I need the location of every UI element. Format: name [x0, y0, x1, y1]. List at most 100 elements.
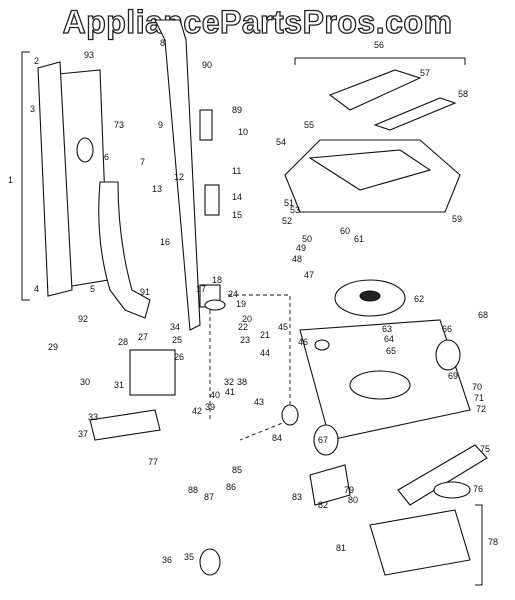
part-label-59: 59 [452, 214, 462, 224]
part-label-22: 22 [238, 322, 248, 332]
part-label-2: 2 [34, 56, 39, 66]
part-label-83: 83 [292, 492, 302, 502]
part-label-23: 23 [240, 335, 250, 345]
part-label-17: 17 [196, 284, 206, 294]
part-label-37: 37 [78, 429, 88, 439]
part-label-10: 10 [238, 127, 248, 137]
part-label-79: 79 [344, 485, 354, 495]
part-label-45: 45 [278, 322, 288, 332]
part-label-70: 70 [472, 382, 482, 392]
part-label-73: 73 [114, 120, 124, 130]
part-label-44: 44 [260, 348, 270, 358]
part-label-14: 14 [232, 192, 242, 202]
part-label-26: 26 [174, 352, 184, 362]
part-label-19: 19 [236, 299, 246, 309]
part-label-86: 86 [226, 482, 236, 492]
part-label-30: 30 [80, 377, 90, 387]
part-label-75: 75 [480, 444, 490, 454]
part-label-46: 46 [298, 337, 308, 347]
part-label-12: 12 [174, 172, 184, 182]
part-label-38: 38 [237, 377, 247, 387]
part-label-33: 33 [88, 412, 98, 422]
part-label-61: 61 [354, 234, 364, 244]
part-label-28: 28 [118, 337, 128, 347]
part-label-87: 87 [204, 492, 214, 502]
part-label-52: 52 [282, 216, 292, 226]
part-label-76: 76 [473, 484, 483, 494]
part-label-65: 65 [386, 346, 396, 356]
brushroll-shape [397, 444, 488, 506]
part-label-18: 18 [212, 275, 222, 285]
part-label-42: 42 [192, 406, 202, 416]
part-label-20: 20 [242, 314, 252, 324]
part-label-32: 32 [224, 377, 234, 387]
part-label-27: 27 [138, 332, 148, 342]
part-label-24: 24 [228, 289, 238, 299]
part-label-72: 72 [476, 404, 486, 414]
part-label-90: 90 [202, 60, 212, 70]
bottom-plate-shape [369, 509, 471, 576]
part-label-3: 3 [30, 104, 35, 114]
part-label-71: 71 [474, 393, 484, 403]
part-label-34: 34 [170, 322, 180, 332]
part-label-49: 49 [296, 243, 306, 253]
part-label-51: 51 [284, 198, 294, 208]
part-label-16: 16 [160, 237, 170, 247]
rear-wheel-shape [435, 339, 461, 371]
part-label-91: 91 [140, 287, 150, 297]
outer-bag-shape [37, 61, 73, 297]
part-label-64: 64 [384, 334, 394, 344]
part-label-1: 1 [8, 175, 13, 185]
part-label-41: 41 [225, 387, 235, 397]
part-label-53: 53 [290, 205, 300, 215]
part-label-88: 88 [188, 485, 198, 495]
part-label-80: 80 [348, 495, 358, 505]
part-label-9: 9 [158, 120, 163, 130]
part-label-31: 31 [114, 380, 124, 390]
part-label-7: 7 [140, 157, 145, 167]
part-label-40: 40 [210, 390, 220, 400]
part-label-8: 8 [160, 38, 165, 48]
watermark-logo: AppliancePartsPros.com [62, 3, 453, 40]
part-label-48: 48 [292, 254, 302, 264]
part-label-29: 29 [48, 342, 58, 352]
part-label-93: 93 [84, 50, 94, 60]
part-label-63: 63 [382, 324, 392, 334]
part-label-77: 77 [148, 457, 158, 467]
part-label-55: 55 [304, 120, 314, 130]
part-label-50: 50 [302, 234, 312, 244]
part-label-35: 35 [184, 552, 194, 562]
part-label-15: 15 [232, 210, 242, 220]
part-label-58: 58 [458, 89, 468, 99]
part-label-82: 82 [318, 500, 328, 510]
part-label-11: 11 [232, 166, 241, 176]
part-label-21: 21 [260, 330, 270, 340]
headlight-lens-shape [328, 69, 422, 111]
part-label-92: 92 [78, 314, 88, 324]
part-label-66: 66 [442, 324, 452, 334]
part-label-67: 67 [318, 435, 328, 445]
part-label-60: 60 [340, 226, 350, 236]
part-label-4: 4 [34, 284, 39, 294]
part-label-56: 56 [374, 40, 384, 50]
part-label-69: 69 [448, 371, 458, 381]
part-label-13: 13 [152, 184, 162, 194]
part-label-85: 85 [232, 465, 242, 475]
part-label-6: 6 [104, 152, 109, 162]
part-label-78: 78 [488, 537, 498, 547]
part-label-62: 62 [414, 294, 424, 304]
part-label-47: 47 [304, 270, 314, 280]
hose-shape [98, 181, 151, 319]
handle-shape [154, 19, 201, 331]
part-label-89: 89 [232, 105, 242, 115]
part-label-54: 54 [276, 137, 286, 147]
part-label-43: 43 [254, 397, 264, 407]
part-label-81: 81 [336, 543, 346, 553]
part-label-36: 36 [162, 555, 172, 565]
part-label-57: 57 [420, 68, 430, 78]
part-label-84: 84 [272, 433, 282, 443]
part-label-5: 5 [90, 284, 95, 294]
part-label-25: 25 [172, 335, 182, 345]
part-label-39: 39 [205, 402, 215, 412]
